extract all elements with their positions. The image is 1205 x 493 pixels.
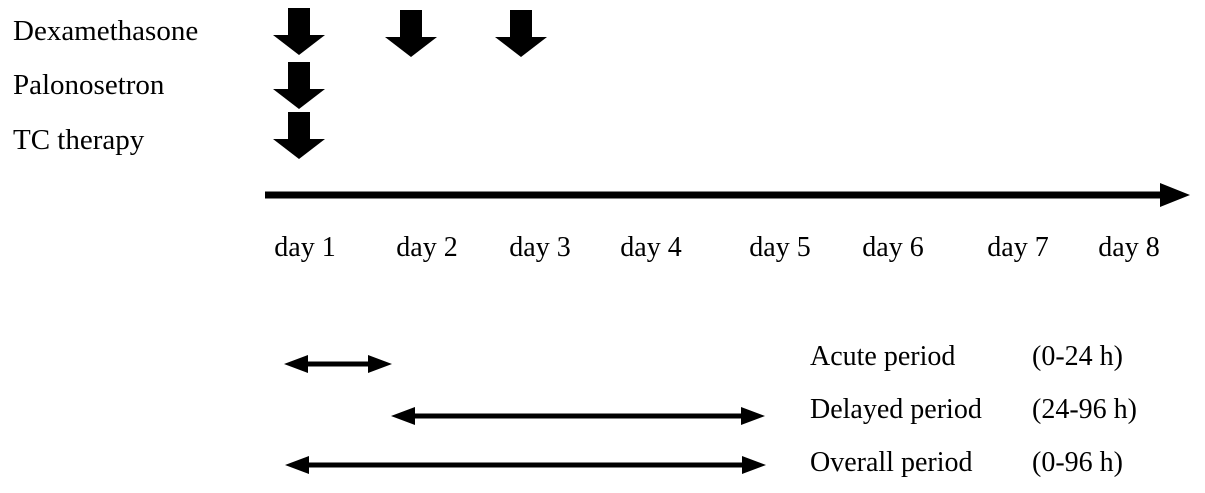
delayed-period-range: (24-96 h) xyxy=(1032,394,1137,425)
day-tick-label-7: day 7 xyxy=(987,232,1049,263)
overall-period-legend: Overall period (0-96 h) xyxy=(810,446,1123,480)
day-tick-label-2: day 2 xyxy=(396,232,458,263)
day-tick-label-4: day 4 xyxy=(620,232,682,263)
delayed-period-label: Delayed period xyxy=(810,394,982,425)
day-tick-label-5: day 5 xyxy=(749,232,811,263)
day-tick-label-6: day 6 xyxy=(862,232,924,263)
acute-period-legend: Acute period (0-24 h) xyxy=(810,340,1123,374)
delayed-period-range-arrow-icon xyxy=(391,407,765,425)
acute-period-range-arrow-icon xyxy=(284,355,392,373)
overall-period-range: (0-96 h) xyxy=(1032,447,1123,478)
timeline-axis-arrow-icon xyxy=(265,183,1190,207)
drug-label-tc-therapy: TC therapy xyxy=(13,124,145,156)
day-tick-label-3: day 3 xyxy=(509,232,571,263)
acute-period-range: (0-24 h) xyxy=(1032,341,1123,372)
overall-period-range-arrow-icon xyxy=(285,456,766,474)
dexamethasone-day2-dose-arrow-icon xyxy=(385,10,437,57)
acute-period-label: Acute period xyxy=(810,341,956,372)
dexamethasone-day1-dose-arrow-icon xyxy=(273,8,325,55)
dexamethasone-day3-dose-arrow-icon xyxy=(495,10,547,57)
drug-label-palonosetron: Palonosetron xyxy=(13,69,165,101)
palonosetron-day1-dose-arrow-icon xyxy=(273,62,325,109)
delayed-period-legend: Delayed period (24-96 h) xyxy=(810,393,1137,427)
day-tick-label-8: day 8 xyxy=(1098,232,1160,263)
overall-period-label: Overall period xyxy=(810,447,973,478)
drug-label-dexamethasone: Dexamethasone xyxy=(13,15,199,47)
tc-therapy-day1-dose-arrow-icon xyxy=(273,112,325,159)
day-tick-label-1: day 1 xyxy=(274,232,336,263)
